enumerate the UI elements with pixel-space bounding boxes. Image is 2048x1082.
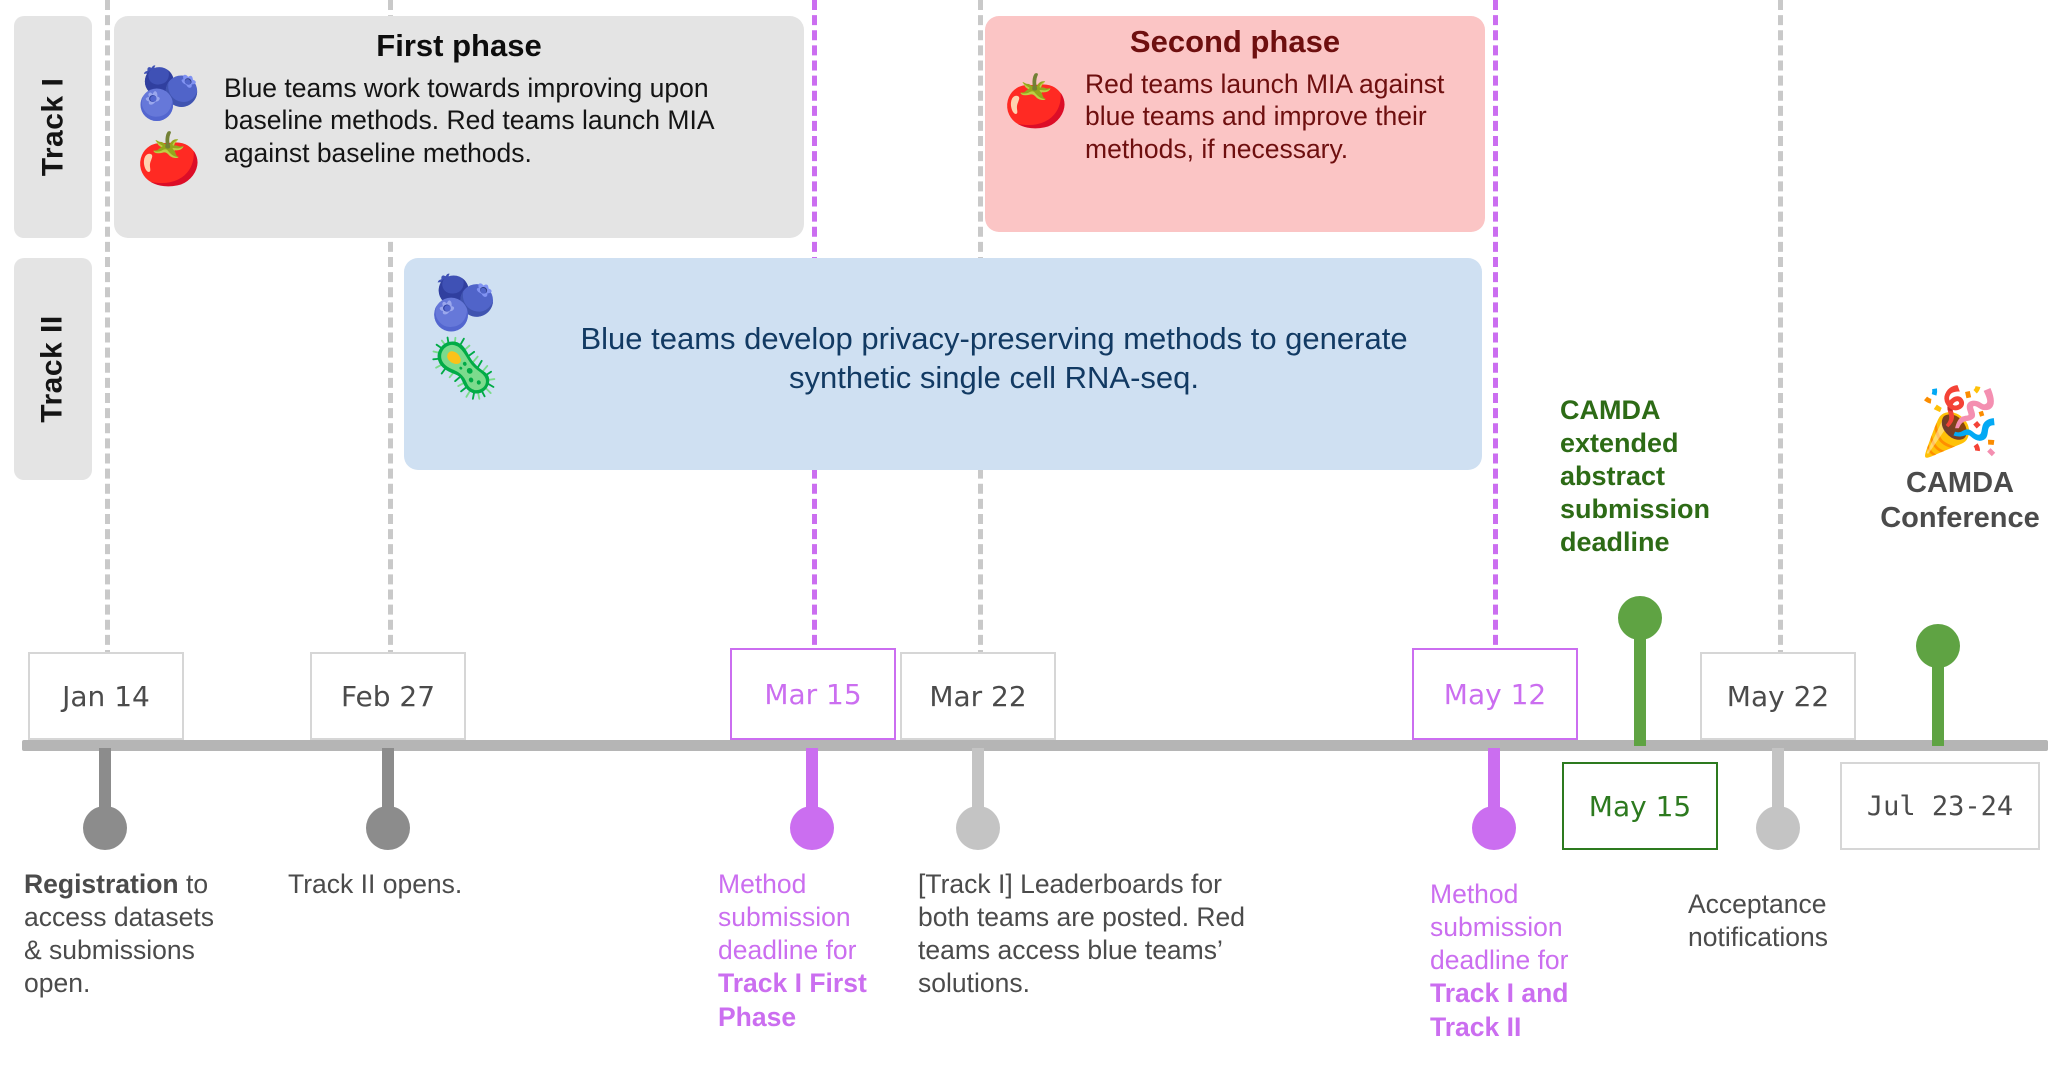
timeline-axis [22, 740, 2048, 751]
date-chip-mar-22[interactable]: Mar 22 [900, 652, 1056, 740]
marker-stem-jul-23-24 [1932, 648, 1944, 746]
marker-stem-jan-14 [99, 748, 111, 820]
guide-line-may12 [1493, 0, 1498, 660]
description-feb-27: Track II opens. [288, 869, 463, 899]
camda-conference-caption: 🎉 CAMDA Conference [1845, 388, 2048, 537]
marker-stem-feb-27 [382, 748, 394, 820]
second-phase-box: Second phase 🍅 Red teams launch MIA agai… [985, 16, 1485, 232]
date-chip-may-22-label: May 22 [1726, 679, 1830, 713]
date-chip-mar-15[interactable]: Mar 15 [730, 648, 896, 740]
date-chip-feb-27[interactable]: Feb 27 [310, 652, 466, 740]
first-phase-box: First phase 🫐 🍅 Blue teams work towards … [114, 16, 804, 238]
guide-line-jan14 [105, 0, 110, 660]
marker-dot-jan-14 [83, 806, 127, 850]
description-jan-14: Registration to access datasets & submis… [24, 869, 215, 999]
date-chip-may-22[interactable]: May 22 [1700, 652, 1856, 740]
tomato-icon: 🍅 [1003, 73, 1069, 131]
first-phase-icons: 🫐 🍅 [130, 68, 208, 186]
cell-icon: 🦠 [427, 336, 501, 401]
description-may-22: Acceptance notifications [1688, 889, 1828, 953]
date-chip-jul-23-24-label: Jul 23-24 [1866, 790, 2014, 822]
track-label-2-text: Track II [36, 315, 69, 423]
track-label-1-text: Track I [36, 77, 70, 177]
marker-dot-mar-15 [790, 806, 834, 850]
marker-stem-may-22 [1772, 748, 1784, 820]
tomato-icon: 🍅 [136, 131, 202, 189]
date-chip-may-12[interactable]: May 12 [1412, 648, 1578, 740]
date-chip-jan-14-label: Jan 14 [62, 679, 150, 713]
camda-abstract-deadline-caption: CAMDA extended abstract submission deadl… [1560, 394, 1740, 559]
date-chip-may-15[interactable]: May 15 [1562, 762, 1718, 850]
date-chip-mar-22-label: Mar 22 [929, 679, 1027, 713]
track-label-1: Track I [14, 16, 92, 238]
track2-body: Blue teams develop privacy-preserving me… [580, 321, 1408, 395]
marker-dot-jul-23-24 [1916, 624, 1960, 668]
track2-box: 🫐 🦠 Blue teams develop privacy-preservin… [404, 258, 1482, 470]
first-phase-title: First phase [376, 28, 542, 63]
second-phase-body: Red teams launch MIA against blue teams … [1085, 69, 1445, 164]
marker-dot-mar-22 [956, 806, 1000, 850]
marker-stem-may-15 [1634, 620, 1646, 746]
guide-line-feb27 [388, 0, 393, 660]
first-phase-body: Blue teams work towards improving upon b… [224, 73, 714, 168]
track2-icons: 🫐 🦠 [424, 276, 504, 398]
description-may-12: Method submission deadline for Track I a… [1430, 879, 1569, 1042]
blueberries-icon: 🫐 [430, 273, 498, 333]
marker-dot-may-15 [1618, 596, 1662, 640]
date-chip-may-15-label: May 15 [1588, 789, 1692, 823]
date-chip-may-12-label: May 12 [1443, 677, 1547, 711]
date-chip-jul-23-24[interactable]: Jul 23-24 [1840, 762, 2040, 850]
marker-stem-mar-15 [806, 748, 818, 820]
party-popper-icon: 🎉 [1918, 384, 2002, 458]
camda-conference-text: CAMDA Conference [1880, 467, 2040, 535]
camda-abstract-deadline-text: CAMDA extended abstract submission deadl… [1560, 395, 1711, 557]
marker-stem-mar-22 [972, 748, 984, 820]
track-label-2: Track II [14, 258, 92, 480]
description-mar-15: Method submission deadline for Track I F… [718, 869, 867, 1032]
second-phase-title: Second phase [1129, 24, 1341, 59]
marker-stem-may-12 [1488, 748, 1500, 820]
second-phase-icons: 🍅 [999, 76, 1073, 128]
description-mar-22: [Track I] Leaderboards for both teams ar… [918, 869, 1246, 999]
marker-dot-feb-27 [366, 806, 410, 850]
date-chip-jan-14[interactable]: Jan 14 [28, 652, 184, 740]
date-chip-feb-27-label: Feb 27 [340, 679, 436, 713]
blueberries-icon: 🫐 [136, 65, 202, 123]
guide-line-may22 [1778, 0, 1783, 660]
date-chip-mar-15-label: Mar 15 [764, 677, 862, 711]
marker-dot-may-12 [1472, 806, 1516, 850]
marker-dot-may-22 [1756, 806, 1800, 850]
